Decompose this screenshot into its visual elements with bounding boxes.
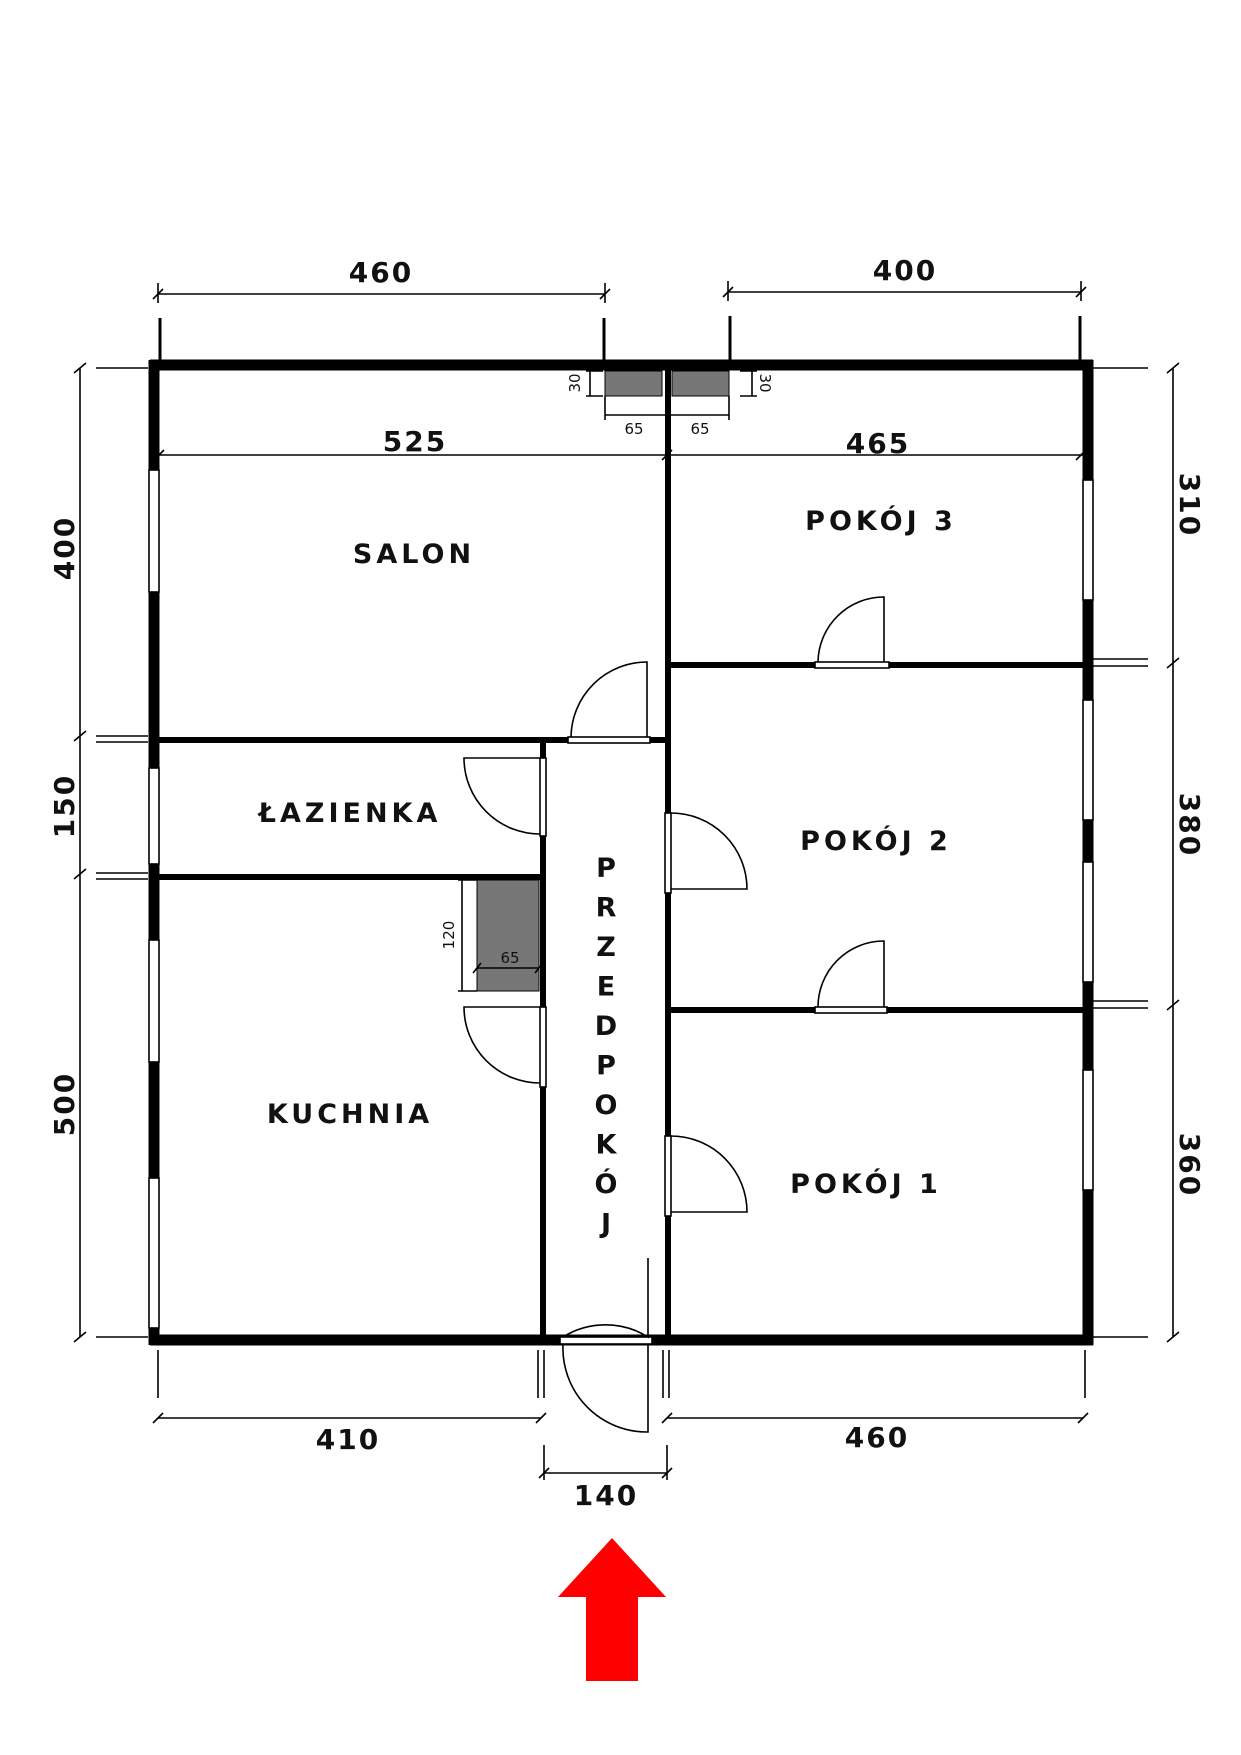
dimension-lines [73, 281, 1180, 1480]
ventilation-shaft [476, 879, 540, 992]
chimney-left [604, 370, 663, 397]
przedpokoj-letter: D [595, 1011, 617, 1042]
chimney-right-width: 65 [690, 420, 709, 438]
window-pokoj2-1 [1082, 699, 1094, 821]
room-label-pokoj3: POKÓJ 3 [805, 505, 957, 537]
przedpokoj-letter: O [595, 1090, 618, 1121]
room-label-lazienka: ŁAZIENKA [257, 798, 442, 829]
window-pokoj1 [1082, 1069, 1094, 1191]
dim-right-bottom: 360 [1173, 1133, 1206, 1197]
doors [463, 596, 890, 1433]
przedpokoj-letter: J [599, 1209, 611, 1240]
room-label-pokoj1: POKÓJ 1 [790, 1168, 942, 1200]
dim-top-left: 460 [349, 256, 413, 289]
window-lazienka [148, 767, 160, 865]
dim-bottom-right: 460 [845, 1421, 909, 1454]
dim-left-top: 400 [48, 516, 81, 580]
dim-left-middle: 150 [48, 774, 81, 838]
shaft-width: 65 [500, 949, 519, 967]
window-pokoj3 [1082, 479, 1094, 601]
room-label-kuchnia: KUCHNIA [267, 1099, 433, 1130]
window-kuchnia-1 [148, 939, 160, 1063]
przedpokoj-letter: Ó [595, 1168, 618, 1200]
przedpokoj-letter: P [596, 1051, 616, 1082]
dim-right-top: 310 [1173, 473, 1206, 537]
shaft-height: 120 [440, 921, 458, 950]
przedpokoj-letter: P [596, 853, 616, 884]
chimney-right-depth: 30 [756, 373, 774, 392]
fixtures: 65 65 30 30 120 65 [440, 370, 774, 992]
przedpokoj-letter: E [597, 972, 615, 1003]
chimney-left-depth: 30 [566, 373, 584, 392]
room-label-pokoj2: POKÓJ 2 [800, 825, 952, 857]
dim-inner-right: 465 [846, 427, 910, 460]
dim-top-right: 400 [873, 254, 937, 287]
up-arrow-icon [558, 1538, 666, 1681]
dim-left-bottom: 500 [48, 1072, 81, 1136]
przedpokoj-letter: Z [596, 932, 616, 963]
przedpokoj-letter: R [596, 893, 617, 924]
chimney-left-width: 65 [624, 420, 643, 438]
dim-right-middle: 380 [1173, 793, 1206, 857]
window-pokoj2-2 [1082, 861, 1094, 983]
windows [148, 469, 1094, 1329]
przedpokoj-letter: K [596, 1130, 618, 1161]
window-kuchnia-2 [148, 1177, 160, 1329]
dim-bottom-left: 410 [316, 1423, 380, 1456]
chimney-right [671, 370, 730, 397]
window-salon [148, 469, 160, 593]
dim-bottom-middle: 140 [574, 1479, 638, 1512]
dim-inner-left: 525 [383, 425, 447, 458]
room-label-salon: SALON [353, 539, 475, 570]
